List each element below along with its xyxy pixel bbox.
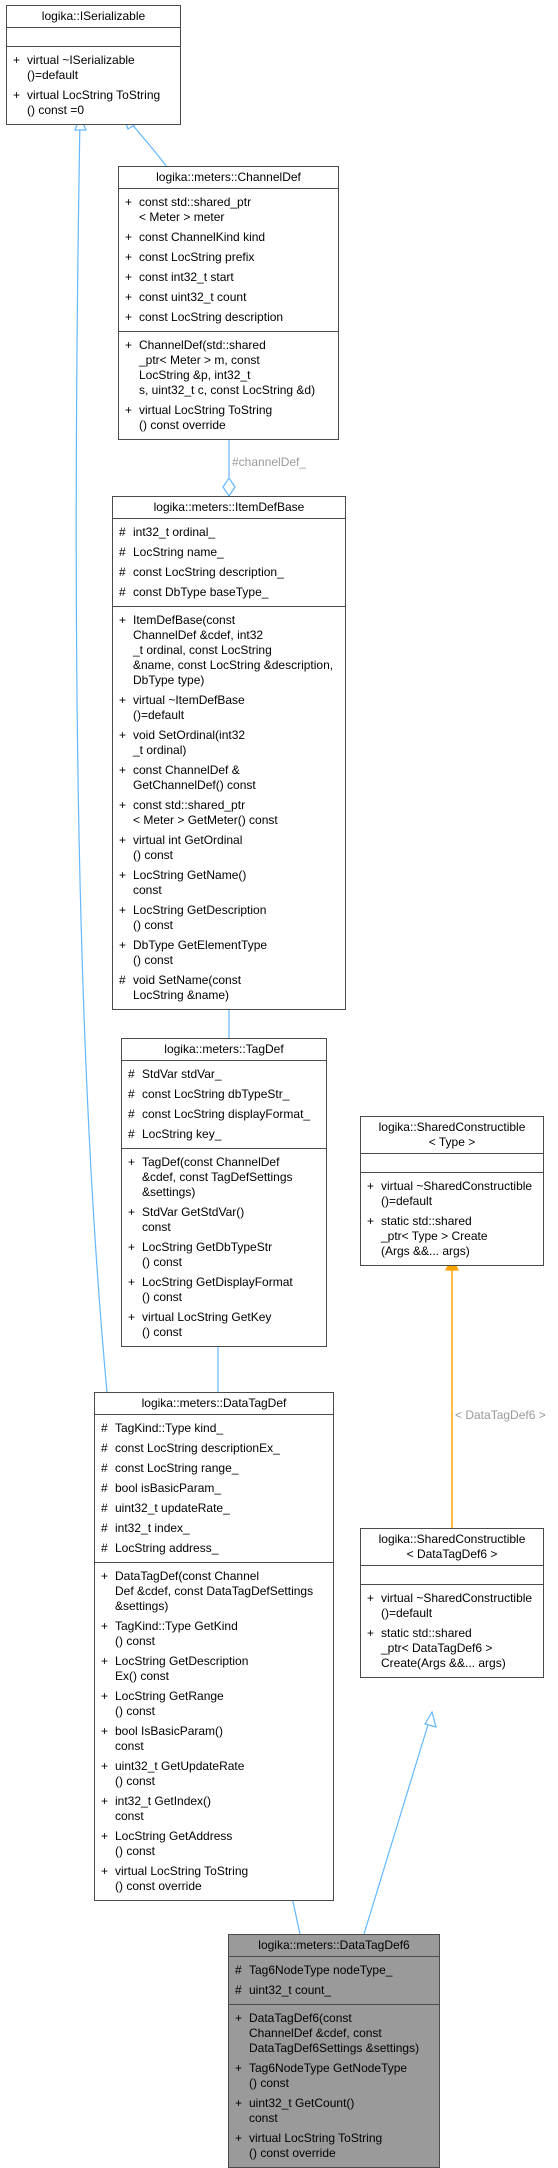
class-channeldef[interactable]: logika::meters::ChannelDef +const std::s… <box>118 166 339 440</box>
class-title: logika::meters::DataTagDef6 <box>229 1935 439 1957</box>
member-op: +bool IsBasicParam() const <box>101 1724 224 1753</box>
member-op: +virtual LocString ToString () const ove… <box>101 1864 249 1893</box>
class-title: logika::meters::TagDef <box>122 1039 326 1061</box>
member-op: +DataTagDef(const Channel Def &cdef, con… <box>101 1569 314 1613</box>
member-attr: #const LocString descriptionEx_ <box>101 1441 280 1455</box>
attributes-section: #int32_t ordinal_ #LocString name_ #cons… <box>113 519 345 607</box>
member-op: +uint32_t GetCount() const <box>235 2096 355 2125</box>
diamond-itemdefbase <box>222 476 236 498</box>
class-sharedconstructible-type[interactable]: logika::SharedConstructible < Type > +vi… <box>360 1116 544 1266</box>
member-attr: #const LocString displayFormat_ <box>128 1107 311 1121</box>
attributes-section <box>361 1154 543 1173</box>
member-attr: #LocString key_ <box>128 1127 222 1141</box>
attributes-section: #TagKind::Type kind_ #const LocString de… <box>95 1415 333 1563</box>
member-op: +TagDef(const ChannelDef &cdef, const Ta… <box>128 1155 293 1199</box>
attributes-section <box>361 1566 543 1585</box>
member-op: +LocString GetDescription Ex() const <box>101 1654 249 1683</box>
member-op: +virtual ~ISerializable ()=default <box>13 53 135 82</box>
member-op: +void SetOrdinal(int32 _t ordinal) <box>119 728 246 757</box>
member-op: +LocString GetAddress () const <box>101 1829 233 1858</box>
member-op: +const std::shared_ptr < Meter > GetMete… <box>119 798 278 827</box>
member-attr: #LocString name_ <box>119 545 224 559</box>
class-title: logika::meters::ChannelDef <box>119 167 338 189</box>
member-op: +int32_t GetIndex() const <box>101 1794 212 1823</box>
member-attr: #const LocString range_ <box>101 1461 239 1475</box>
member-attr: +const LocString prefix <box>125 250 255 264</box>
class-title: logika::meters::DataTagDef <box>95 1393 333 1415</box>
member-attr: +const uint32_t count <box>125 290 247 304</box>
member-op: +TagKind::Type GetKind () const <box>101 1619 238 1648</box>
member-op: +static std::shared _ptr< Type > Create … <box>367 1214 488 1258</box>
member-op: +virtual ~SharedConstructible ()=default <box>367 1591 533 1620</box>
member-op: +LocString GetDbTypeStr () const <box>128 1240 273 1269</box>
member-op: +virtual LocString GetKey () const <box>128 1310 272 1339</box>
edge-label-template-binding: < DataTagDef6 > <box>455 1408 546 1422</box>
edge-label-channeldef-member: #channelDef_ <box>232 455 307 469</box>
member-attr: #LocString address_ <box>101 1541 219 1555</box>
operations-section: +TagDef(const ChannelDef &cdef, const Ta… <box>122 1149 326 1346</box>
member-attr: #uint32_t count_ <box>235 1983 332 1997</box>
member-attr: #TagKind::Type kind_ <box>101 1421 224 1435</box>
member-attr: #const LocString description_ <box>119 565 284 579</box>
member-attr: #const DbType baseType_ <box>119 585 269 599</box>
member-op: +LocString GetDisplayFormat () const <box>128 1275 293 1304</box>
member-op: +LocString GetRange () const <box>101 1689 224 1718</box>
member-attr: #const LocString dbTypeStr_ <box>128 1087 290 1101</box>
attributes-section: #StdVar stdVar_ #const LocString dbTypeS… <box>122 1061 326 1149</box>
member-op: +StdVar GetStdVar() const <box>128 1205 245 1234</box>
member-attr: #int32_t ordinal_ <box>119 525 216 539</box>
member-op: +DataTagDef6(const ChannelDef &cdef, con… <box>235 2011 420 2055</box>
class-tagdef[interactable]: logika::meters::TagDef #StdVar stdVar_ #… <box>121 1038 327 1347</box>
class-datatagdef[interactable]: logika::meters::DataTagDef #TagKind::Typ… <box>94 1392 334 1901</box>
member-attr: #StdVar stdVar_ <box>128 1067 222 1081</box>
member-op: +const ChannelDef & GetChannelDef() cons… <box>119 763 256 792</box>
member-op: +ChannelDef(std::shared _ptr< Meter > m,… <box>125 338 316 397</box>
attributes-section <box>7 28 180 47</box>
operations-section: +ChannelDef(std::shared _ptr< Meter > m,… <box>119 332 338 439</box>
operations-section: +DataTagDef(const Channel Def &cdef, con… <box>95 1563 333 1900</box>
operations-section: +virtual ~ISerializable ()=default +virt… <box>7 47 180 124</box>
member-op: +static std::shared _ptr< DataTagDef6 > … <box>367 1626 506 1670</box>
member-op: +virtual ~SharedConstructible ()=default <box>367 1179 533 1208</box>
member-attr: #bool isBasicParam_ <box>101 1481 222 1495</box>
member-attr: +const LocString description <box>125 310 284 324</box>
member-attr: #Tag6NodeType nodeType_ <box>235 1963 393 1977</box>
member-op: #void SetName(const LocString &name) <box>119 973 242 1002</box>
member-op: +virtual int GetOrdinal () const <box>119 833 243 862</box>
member-op: +virtual LocString ToString () const =0 <box>13 88 161 117</box>
member-op: +virtual ~ItemDefBase ()=default <box>119 693 245 722</box>
class-title: logika::ISerializable <box>7 6 180 28</box>
arrowhead-sharedconstructible-datatagdef6 <box>424 1710 437 1728</box>
class-title: logika::SharedConstructible < Type > <box>361 1117 543 1154</box>
edge-datatagdef6-to-sharedconstructible <box>363 1714 432 1935</box>
class-title: logika::meters::ItemDefBase <box>113 497 345 519</box>
member-attr: +const int32_t start <box>125 270 234 284</box>
member-attr: +const ChannelKind kind <box>125 230 266 244</box>
class-itemdefbase[interactable]: logika::meters::ItemDefBase #int32_t ord… <box>112 496 346 1010</box>
class-datatagdef6[interactable]: logika::meters::DataTagDef6 #Tag6NodeTyp… <box>228 1934 440 2168</box>
member-op: +LocString GetName() const <box>119 868 247 897</box>
member-op: +LocString GetDescription () const <box>119 903 267 932</box>
member-attr: #int32_t index_ <box>101 1521 190 1535</box>
operations-section: +ItemDefBase(const ChannelDef &cdef, int… <box>113 607 345 1009</box>
attributes-section: #Tag6NodeType nodeType_ #uint32_t count_ <box>229 1957 439 2005</box>
operations-section: +virtual ~SharedConstructible ()=default… <box>361 1173 543 1265</box>
edge-datatagdef-to-iserializable <box>75 117 108 1393</box>
class-sharedconstructible-datatagdef6[interactable]: logika::SharedConstructible < DataTagDef… <box>360 1528 544 1678</box>
attributes-section: +const std::shared_ptr < Meter > meter +… <box>119 189 338 332</box>
member-op: +DbType GetElementType () const <box>119 938 268 967</box>
member-op: +virtual LocString ToString () const ove… <box>235 2131 383 2160</box>
member-op: +virtual LocString ToString () const ove… <box>125 403 273 432</box>
member-op: +Tag6NodeType GetNodeType () const <box>235 2061 408 2090</box>
operations-section: +DataTagDef6(const ChannelDef &cdef, con… <box>229 2005 439 2167</box>
class-title: logika::SharedConstructible < DataTagDef… <box>361 1529 543 1566</box>
class-iserializable[interactable]: logika::ISerializable +virtual ~ISeriali… <box>6 5 181 125</box>
member-op: +uint32_t GetUpdateRate () const <box>101 1759 245 1788</box>
member-op: +ItemDefBase(const ChannelDef &cdef, int… <box>119 613 334 687</box>
operations-section: +virtual ~SharedConstructible ()=default… <box>361 1585 543 1677</box>
member-attr: #uint32_t updateRate_ <box>101 1501 230 1515</box>
member-attr: +const std::shared_ptr < Meter > meter <box>125 195 252 224</box>
